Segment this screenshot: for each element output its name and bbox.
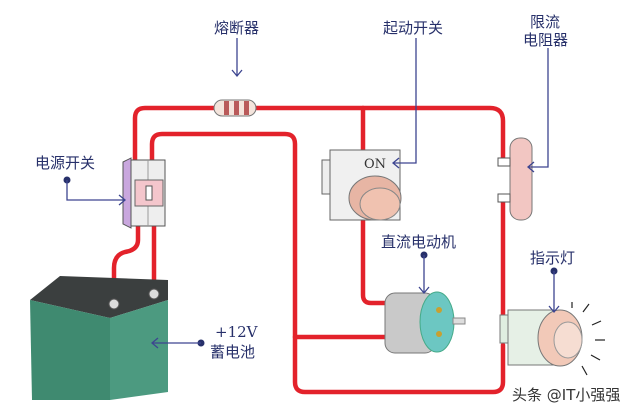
power-switch-icon bbox=[122, 157, 166, 229]
fuse-icon bbox=[213, 99, 257, 117]
pointer-lamp bbox=[548, 267, 560, 314]
label-resistor-line1: 限流 bbox=[530, 13, 560, 31]
battery-icon bbox=[30, 276, 168, 400]
resistor-icon bbox=[497, 137, 533, 221]
pointer-start-switch bbox=[391, 38, 417, 169]
label-battery-voltage: +12V bbox=[215, 323, 259, 341]
label-indicator-lamp: 指示灯 bbox=[530, 249, 575, 267]
wire-top bbox=[132, 105, 506, 168]
label-dc-motor: 直流电动机 bbox=[381, 233, 456, 251]
wire-switch-to-motor bbox=[360, 217, 395, 306]
label-fuse: 熔断器 bbox=[214, 19, 259, 37]
label-start-switch: 起动开关 bbox=[383, 19, 443, 37]
label-battery: 蓄电池 bbox=[210, 343, 255, 361]
wire-switch-to-battery-pos bbox=[111, 222, 141, 303]
indicator-lamp-icon bbox=[499, 302, 605, 376]
wire-return bbox=[149, 131, 506, 395]
pointer-motor bbox=[418, 251, 430, 295]
label-power-switch: 电源开关 bbox=[35, 154, 95, 172]
pointer-fuse bbox=[231, 38, 243, 78]
start-switch-icon: ON bbox=[321, 149, 402, 221]
watermark: 头条 @IT小强强 bbox=[512, 386, 620, 404]
switch-on-marking: ON bbox=[364, 157, 386, 172]
dc-motor-icon bbox=[384, 291, 466, 354]
label-resistor-line2: 电阻器 bbox=[523, 31, 568, 49]
pointer-battery bbox=[150, 337, 205, 349]
pointer-power-switch bbox=[63, 176, 127, 206]
pointer-resistor bbox=[526, 48, 549, 173]
